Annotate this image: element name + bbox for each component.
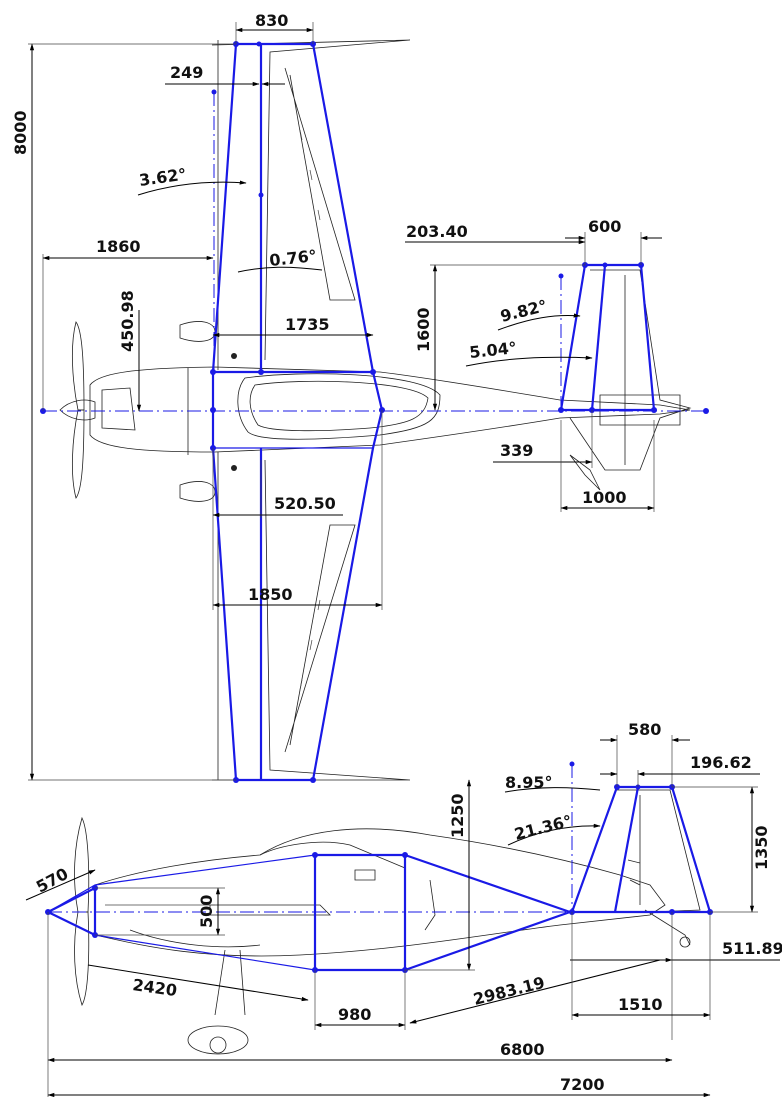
label-511-89: 511.89 <box>722 939 782 958</box>
label-203-40: 203.40 <box>406 222 468 241</box>
dimension-labels: 830 249 8000 3.62° 1860 0.76° 450.98 173… <box>11 11 782 1094</box>
label-1860: 1860 <box>96 237 141 256</box>
label-5-04-deg: 5.04° <box>468 338 517 362</box>
label-580: 580 <box>628 720 661 739</box>
fuselage-side-outline <box>94 828 691 1055</box>
label-21-36-deg: 21.36° <box>512 811 573 844</box>
fin-side-construction <box>569 761 713 915</box>
label-1510: 1510 <box>618 995 663 1014</box>
label-2983-19: 2983.19 <box>471 973 546 1009</box>
top-dimension-lines <box>28 22 662 781</box>
label-196-62: 196.62 <box>690 753 752 772</box>
label-450-98: 450.98 <box>118 290 137 352</box>
propeller-top <box>59 321 96 499</box>
fuselage-side-construction <box>45 852 710 973</box>
label-1000: 1000 <box>582 488 627 507</box>
fin-side-outline <box>615 789 701 913</box>
label-0-76-deg: 0.76° <box>268 246 317 270</box>
tail-top-outline <box>569 269 692 491</box>
label-980: 980 <box>338 1005 371 1024</box>
label-8000: 8000 <box>11 110 30 155</box>
label-520-50: 520.50 <box>274 494 336 513</box>
propeller-side <box>74 816 90 1006</box>
top-view <box>28 22 709 783</box>
side-dimension-lines <box>25 735 780 1097</box>
label-1350: 1350 <box>752 825 771 870</box>
wing-construction <box>210 41 385 783</box>
label-249: 249 <box>170 63 203 82</box>
label-8-95-deg: 8.95° <box>505 773 552 792</box>
label-1735: 1735 <box>285 315 330 334</box>
label-600: 600 <box>588 217 621 236</box>
label-3-62-deg: 3.62° <box>138 165 188 190</box>
label-1600: 1600 <box>414 307 433 352</box>
label-570: 570 <box>33 864 71 896</box>
tail-construction <box>558 262 657 413</box>
label-1250: 1250 <box>448 793 467 838</box>
label-7200: 7200 <box>560 1075 605 1094</box>
label-2420: 2420 <box>131 975 178 1000</box>
side-view <box>25 735 780 1097</box>
label-6800: 6800 <box>500 1040 545 1059</box>
label-1850: 1850 <box>248 585 293 604</box>
label-830: 830 <box>255 11 288 30</box>
label-500: 500 <box>197 895 216 928</box>
label-339: 339 <box>500 441 533 460</box>
